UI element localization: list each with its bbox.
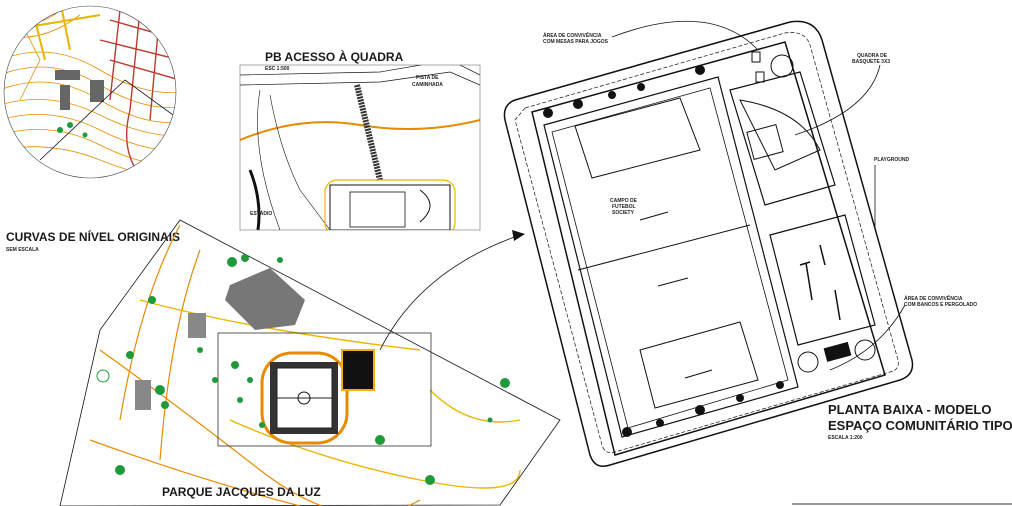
contour-map <box>4 6 176 178</box>
field-label-3: SOCIETY <box>612 210 635 216</box>
walking-track-label-2: CAMINHADA <box>412 82 443 88</box>
field-label-1: CAMPO DE <box>610 198 638 204</box>
plan-scale: ESCALA 1:200 <box>828 435 863 441</box>
access-title: PB ACESSO À QUADRA <box>265 49 404 64</box>
field-label-2: FUTEBOL <box>612 204 636 210</box>
contour-title: CURVAS DE NÍVEL ORIGINAIS <box>6 229 180 244</box>
pergola-label-2: COM BANCOS E PERGOLADO <box>904 302 977 308</box>
plan-labels: ÁREA DE CONVIVÊNCIA COM MESAS PARA JOGOS… <box>543 31 1012 441</box>
plan-title-2: ESPAÇO COMUNITÁRIO TIPO A <box>828 418 1012 433</box>
stadium-label: ESTÁDIO <box>250 210 272 217</box>
park-map <box>59 219 561 506</box>
park-title: PARQUE JACQUES DA LUZ <box>162 485 321 499</box>
pergola-label-1: ÁREA DE CONVIVÊNCIA <box>904 294 963 302</box>
games-area-label-1: ÁREA DE CONVIVÊNCIA <box>543 31 602 39</box>
walking-track-label-1: PISTA DE <box>416 75 439 81</box>
playground-label: PLAYGROUND <box>874 157 909 163</box>
basketball-label-1: QUADRA DE <box>857 53 888 59</box>
floor-plan <box>503 20 914 467</box>
games-area-label-2: COM MESAS PARA JOGOS <box>543 39 609 45</box>
contour-scale: SEM ESCALA <box>6 247 39 253</box>
basketball-label-2: BASQUETE 3X3 <box>852 59 890 65</box>
access-scale: ESC 1:500 <box>265 66 290 72</box>
access-inset <box>240 65 480 230</box>
plan-title-1: PLANTA BAIXA - MODELO <box>828 402 991 417</box>
